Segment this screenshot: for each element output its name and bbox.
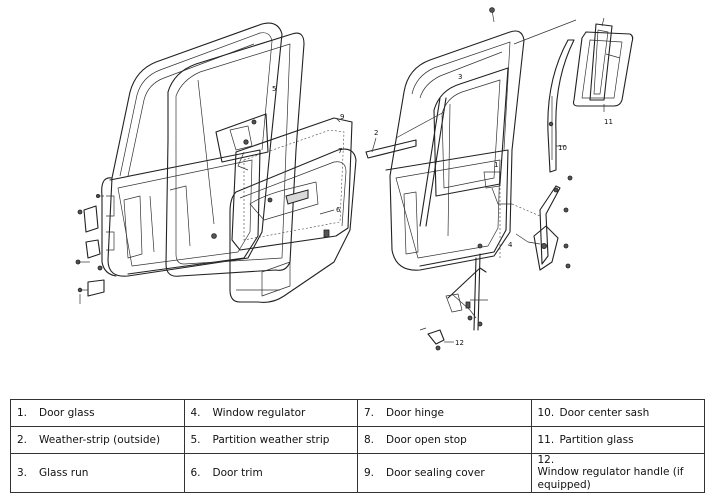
legend-cell: 8. Door open stop [357, 426, 532, 454]
exploded-door-diagram: 5 6 7 9 2 3 1 10 11 4 12 [75, 7, 634, 351]
callout-6: 6 [336, 206, 341, 214]
legend-number: 7. [364, 407, 375, 419]
legend-row: 1. Door glass 4. Window regulator 7. Door h… [10, 399, 705, 427]
callout-5: 5 [272, 85, 276, 93]
legend-cell: 10. Door center sash [530, 399, 705, 427]
callout-12: 12 [455, 339, 464, 347]
legend-cell: 5. Partition weather strip [183, 426, 358, 454]
legend-number: 2. [17, 434, 28, 446]
legend-cell: 7. Door hinge [357, 399, 532, 427]
legend-label: Glass run [39, 467, 89, 479]
legend-label: Weather-strip (outside) [39, 434, 161, 446]
callout-9: 9 [340, 113, 344, 121]
legend-cell: 6. Door trim [183, 453, 358, 493]
legend-label: Window regulator [212, 407, 306, 419]
legend-label: Door center sash [559, 407, 650, 419]
legend-label: Partition weather strip [212, 434, 330, 446]
left-door-assembly [75, 22, 357, 304]
legend-number: 4. [190, 407, 201, 419]
callout-11: 11 [604, 118, 613, 126]
legend-cell: 11. Partition glass [530, 426, 705, 454]
legend-cell: 9. Door sealing cover [357, 453, 532, 493]
legend-row: 2. Weather-strip (outside) 5. Partition we… [10, 426, 705, 454]
legend-label: Door sealing cover [386, 467, 485, 479]
legend-label: Door trim [212, 467, 263, 479]
right-door-assembly [365, 7, 634, 351]
legend-row: 3. Glass run 6. Door trim 9. Door sealing c… [10, 453, 705, 493]
door-open-stop-parts [77, 279, 105, 304]
callout-1: 1 [494, 161, 498, 169]
callout-7: 7 [338, 147, 342, 155]
legend-cell: 2. Weather-strip (outside) [10, 426, 185, 454]
legend-cell: 1. Door glass [10, 399, 185, 427]
legend-number: 1. [17, 407, 28, 419]
legend-cell: 3. Glass run [10, 453, 185, 493]
callout-2: 2 [374, 129, 378, 137]
callout-labels: 5 6 7 9 2 3 1 10 11 4 12 [272, 73, 613, 347]
legend-number: 8. [364, 434, 375, 446]
legend-number: 10. [537, 407, 555, 419]
legend-label: Door open stop [386, 434, 467, 446]
callout-3: 3 [458, 73, 462, 81]
legend-label: Window regulator handle (if equipped) [537, 466, 684, 491]
legend-number: 3. [17, 467, 28, 479]
door-hinge-parts [75, 193, 104, 271]
parts-legend-table: 1. Door glass 4. Window regulator 7. Door h… [10, 399, 705, 493]
legend-number: 9. [364, 467, 375, 479]
legend-cell: 4. Window regulator [183, 399, 358, 427]
legend-number: 12. [537, 454, 555, 466]
legend-number: 6. [190, 467, 201, 479]
legend-number: 11. [537, 434, 555, 446]
callout-10: 10 [558, 144, 567, 152]
callout-4: 4 [508, 241, 513, 249]
legend-label: Door hinge [386, 407, 444, 419]
legend-number: 5. [190, 434, 201, 446]
legend-label: Partition glass [559, 434, 634, 446]
legend-cell: 12.Window regulator handle (if equipped) [530, 453, 705, 493]
legend-label: Door glass [39, 407, 95, 419]
